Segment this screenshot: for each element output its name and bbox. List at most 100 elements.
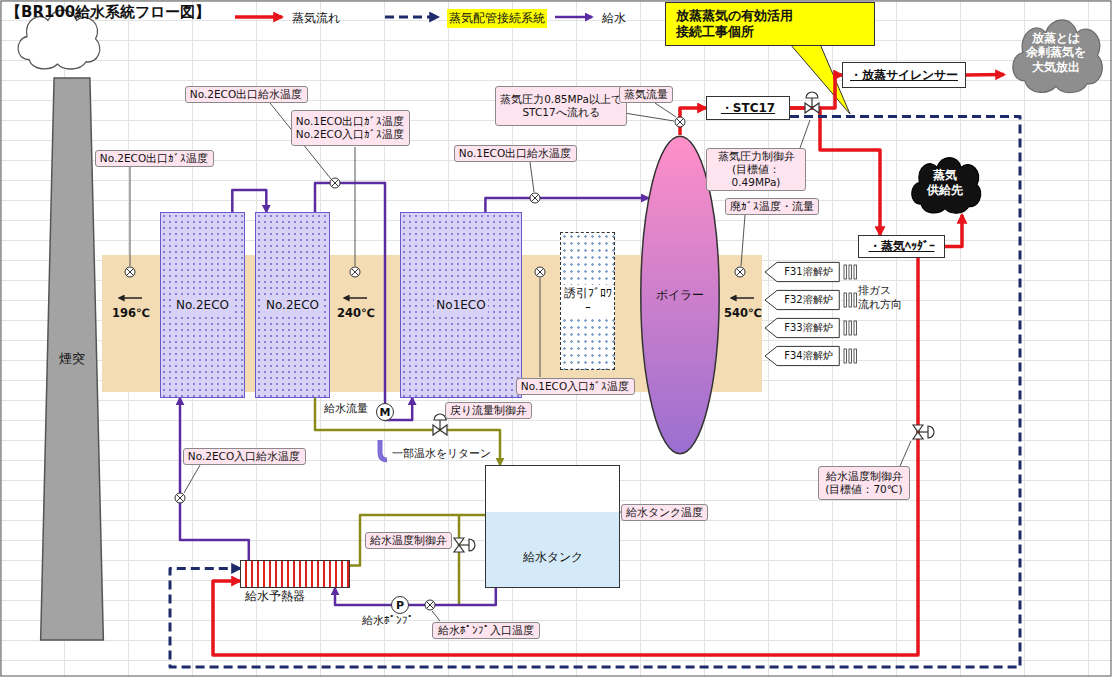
- economizer: No1ECO: [400, 212, 522, 398]
- furnace-arrow: F34溶解炉: [765, 346, 840, 366]
- sensor-callout: No.1ECO入口ｶﾞｽ温度: [516, 378, 635, 395]
- sensor-callout-text: No.1ECO入口ｶﾞｽ温度: [521, 380, 629, 393]
- vent-cloud-text: 放蒸とは 余剰蒸気を 大気放出: [1024, 31, 1088, 74]
- furnace-arrow: F31溶解炉: [765, 262, 840, 282]
- sensor-callout: No.2ECO入口給水温度: [183, 448, 306, 465]
- sensor-symbols: [125, 117, 745, 610]
- feedwater-preheater: 給水予熱器: [240, 560, 350, 588]
- furnace-arrow-text: F31溶解炉: [784, 266, 832, 279]
- edge-layer: [170, 75, 1020, 667]
- sensor-callout-text: No.2ECO入口給水温度: [188, 450, 300, 463]
- sensor-callout: 蒸気流量: [619, 86, 673, 103]
- sensor-callout: No.2ECO出口ｶﾞｽ温度: [95, 150, 214, 167]
- steam-line: [790, 75, 842, 108]
- sensor-callout-text: No.1ECO出口ｶﾞｽ温度 No.2ECO入口ｶﾞｽ温度: [296, 115, 405, 141]
- furnace-ducts: [844, 265, 857, 363]
- note-callout-text: 蒸気圧力0.85MPa以上で STC17へ流れる: [500, 93, 622, 119]
- sensor-callout-text: 蒸気流量: [624, 88, 668, 101]
- equipment-box: ・放蒸サイレンサー: [842, 62, 966, 88]
- temperature-label: 540℃: [724, 306, 762, 320]
- furnace-arrow: F32溶解炉: [765, 290, 840, 310]
- furnace-arrow: F33溶解炉: [765, 318, 840, 338]
- steam-line: [945, 215, 962, 247]
- supply-cloud-text: 蒸気 供給先: [925, 168, 965, 198]
- sensor-callout-text: No.2ECO出口給水温度: [190, 88, 302, 101]
- boiler-text: ボイラー: [656, 288, 704, 303]
- sensor-callout: 廃ｶﾞｽ温度・流量: [725, 198, 819, 215]
- cloud-outline: [912, 158, 981, 214]
- callout-pointer: [790, 44, 850, 114]
- sensor-callout-text: No.1ECO出口給水温度: [459, 147, 571, 160]
- economizer-text: No1ECO: [434, 297, 487, 314]
- return-icon: [380, 440, 387, 460]
- motor-symbol: M: [376, 403, 394, 421]
- feedwater-line: [232, 190, 266, 212]
- feedwater-line: [485, 198, 648, 212]
- furnace-outline: [765, 262, 839, 281]
- steam-line: [966, 73, 1004, 77]
- return-line: [350, 515, 485, 566]
- note-callout: 蒸気圧力0.85MPa以上で STC17へ流れる: [495, 86, 627, 126]
- equipment-box-text: ・蒸気ﾍｯﾀﾞｰ: [869, 239, 935, 254]
- pump-symbol: P: [391, 596, 409, 614]
- economizer-text: No.2ECO: [264, 297, 321, 314]
- sensor-callout-text: No.2ECO出口ｶﾞｽ温度: [100, 152, 208, 165]
- flow-direction-label: 排ガス 流れ方向: [858, 284, 910, 313]
- valve-callout: 蒸気圧力制御弁 (目標値：0.49MPa): [706, 148, 806, 191]
- equipment-box: ・蒸気ﾍｯﾀﾞｰ: [858, 235, 945, 258]
- feedwater-line: [335, 588, 496, 605]
- feedwater-line: [180, 398, 249, 560]
- economizer: No.2ECO: [255, 212, 330, 398]
- furnace-arrow-text: F34溶解炉: [784, 350, 832, 363]
- furnace-outline: [765, 346, 839, 365]
- furnace-arrow-text: F33溶解炉: [784, 322, 832, 335]
- legend-text: 給水: [600, 9, 628, 28]
- sensor-callout-text: 廃ｶﾞｽ温度・流量: [730, 200, 814, 213]
- sensor-callout: No.1ECO出口給水温度: [454, 145, 577, 162]
- valve-callout-text: 蒸気圧力制御弁 (目標値：0.49MPa): [711, 150, 801, 189]
- equipment-box-text: ・放蒸サイレンサー: [850, 68, 958, 83]
- valve-callout-text: 給水温度制御弁: [370, 534, 447, 547]
- induced-blower-text: 誘引ﾌﾞﾛﾜｰ: [561, 285, 614, 317]
- highlight-callout-text: 放蒸蒸気の有効活用 接続工事個所: [676, 8, 806, 41]
- sensor-callout: 給水タンク温度: [621, 504, 708, 521]
- bypass-pipe: [458, 515, 461, 605]
- vent-cloud: 放蒸とは 余剰蒸気を 大気放出: [1004, 10, 1108, 95]
- chimney-text: 煙突: [59, 351, 85, 367]
- equipment-box: ・STC17: [706, 96, 790, 120]
- legend-text: 蒸気流れ: [290, 9, 342, 28]
- sensor-callout-text: 給水ﾎﾟﾝﾌﾟ入口温度: [438, 624, 534, 637]
- sensor-callout: No.1ECO出口ｶﾞｽ温度 No.2ECO入口ｶﾞｽ温度: [291, 110, 410, 146]
- furnace-outline: [765, 290, 839, 309]
- valve-callout: 給水温度制御弁: [365, 532, 452, 549]
- steam-connection-line: [170, 116, 1020, 667]
- sensor-callout: 給水ﾎﾟﾝﾌﾟ入口温度: [432, 622, 540, 639]
- leader-lines: [130, 103, 911, 621]
- sensor-callout: No.2ECO出口給水温度: [185, 86, 308, 103]
- feedwater-tank: 給水タンク: [485, 465, 620, 588]
- feedwater-tank-text: 給水タンク: [523, 550, 583, 565]
- valve-callout-text: 給水温度制御弁 (目標値：70℃): [823, 470, 905, 496]
- temperature-label: 196℃: [112, 306, 150, 320]
- furnace-outline: [765, 318, 839, 337]
- valve-callout-text: 戻り流量制御弁: [450, 404, 527, 417]
- feedwater-preheater-text: 給水予熱器: [245, 589, 305, 604]
- induced-blower: 誘引ﾌﾞﾛﾜｰ: [560, 232, 615, 370]
- legend-text: 蒸気配管接続系統: [447, 9, 547, 28]
- chimney-outline: [41, 78, 104, 640]
- cloud-outline: [1013, 20, 1102, 93]
- diagram-title: 【BR100給水系統フロー図】: [6, 3, 210, 22]
- economizer: No.2ECO: [160, 212, 245, 398]
- supply-cloud: 蒸気 供給先: [905, 150, 985, 215]
- pump-label: 給水ﾎﾟﾝﾌﾟ: [362, 614, 414, 628]
- valve-callout: 給水温度制御弁 (目標値：70℃): [818, 466, 910, 500]
- flow-label: 給水流量: [324, 402, 368, 416]
- valve-callout: 戻り流量制御弁: [445, 402, 532, 419]
- furnace-arrow-text: F32溶解炉: [784, 294, 832, 307]
- equipment-box-text: ・STC17: [721, 101, 775, 116]
- highlight-callout: 放蒸蒸気の有効活用 接続工事個所: [665, 2, 875, 46]
- temperature-label: 240℃: [337, 306, 375, 320]
- sensor-callout-text: 給水タンク温度: [626, 506, 703, 519]
- return-label: 一部温水をリターン: [392, 447, 491, 461]
